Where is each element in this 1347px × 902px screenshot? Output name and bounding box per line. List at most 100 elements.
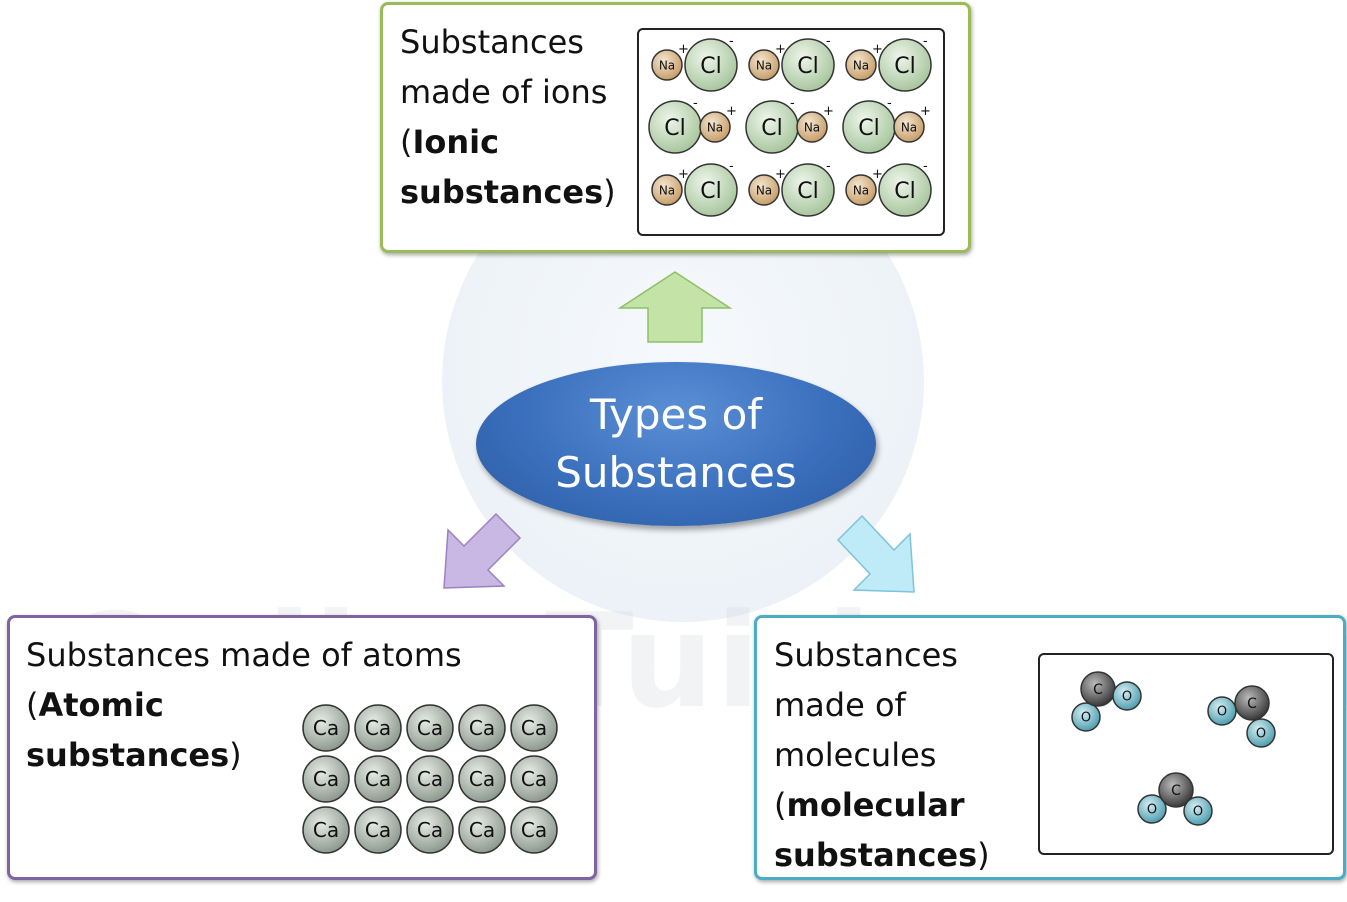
carbon-atom-2-label: C xyxy=(1171,783,1181,799)
sodium-ion-1-2: Na xyxy=(893,111,925,143)
calcium-atom-1-0-label: Ca xyxy=(313,767,339,791)
arrow-up-icon xyxy=(617,271,733,343)
oxygen-atom-1-a: O xyxy=(1207,696,1237,726)
sodium-ion-0-0: Na xyxy=(651,49,683,81)
molecular-label-line4: (molecular xyxy=(774,780,990,830)
plus-charge-0-1: + xyxy=(775,42,786,57)
chloride-ion-0-2: Cl xyxy=(878,38,932,92)
calcium-atom-2-2-label: Ca xyxy=(417,818,443,842)
calcium-atom-0-3: Ca xyxy=(458,704,506,752)
calcium-atom-1-1: Ca xyxy=(354,755,402,803)
calcium-atom-1-0: Ca xyxy=(302,755,350,803)
carbon-atom-0: C xyxy=(1080,671,1116,707)
carbon-atom-2: C xyxy=(1158,772,1194,808)
plus-charge-2-1: + xyxy=(775,167,786,182)
chloride-ion-2-2-label: Cl xyxy=(894,179,915,204)
sodium-ion-2-1: Na xyxy=(748,174,780,206)
sodium-ion-0-2: Na xyxy=(845,49,877,81)
sodium-ion-1-1-label: Na xyxy=(804,120,820,134)
oxygen-atom-1-a-label: O xyxy=(1217,705,1227,720)
center-node: Types of Substances xyxy=(476,362,876,526)
oxygen-atom-2-b-label: O xyxy=(1193,805,1203,820)
atomic-label-line1: Substances made of atoms xyxy=(26,636,462,674)
calcium-atom-0-4-label: Ca xyxy=(521,716,547,740)
oxygen-atom-2-b: O xyxy=(1183,796,1213,826)
ionic-label-line4: substances) xyxy=(400,167,616,217)
chloride-ion-2-2: Cl xyxy=(878,163,932,217)
minus-charge-1-1: - xyxy=(790,96,795,111)
chloride-ion-0-0: Cl xyxy=(684,38,738,92)
carbon-atom-1: C xyxy=(1234,685,1270,721)
calcium-atom-2-4-label: Ca xyxy=(521,818,547,842)
calcium-atom-2-3-label: Ca xyxy=(469,818,495,842)
ionic-box: Substances made of ions (Ionic substance… xyxy=(380,2,971,253)
ionic-bold-1: Ionic xyxy=(412,123,500,161)
arrow-down-left-icon xyxy=(443,512,522,589)
paren-close: ) xyxy=(977,836,990,874)
calcium-atom-0-2-label: Ca xyxy=(417,716,443,740)
chloride-ion-1-1-label: Cl xyxy=(761,116,782,141)
chloride-ion-1-2: Cl xyxy=(842,100,896,154)
calcium-atom-1-2-label: Ca xyxy=(417,767,443,791)
chloride-ion-0-1-label: Cl xyxy=(797,54,818,79)
minus-charge-1-2: - xyxy=(887,96,892,111)
sodium-ion-2-2: Na xyxy=(845,174,877,206)
atomic-label-line3: substances) xyxy=(26,730,462,780)
minus-charge-0-0: - xyxy=(729,34,734,49)
paren-open: ( xyxy=(400,123,413,161)
plus-charge-2-0: + xyxy=(678,167,689,182)
calcium-atom-0-4: Ca xyxy=(510,704,558,752)
chloride-ion-2-0: Cl xyxy=(684,163,738,217)
oxygen-atom-0-a-label: O xyxy=(1081,711,1091,726)
sodium-ion-1-1: Na xyxy=(796,111,828,143)
molecular-label: Substances made of molecules (molecular … xyxy=(774,630,990,880)
plus-charge-1-0: + xyxy=(726,104,737,119)
atomic-label: Substances made of atoms (Atomic substan… xyxy=(26,630,462,780)
calcium-atom-2-0-label: Ca xyxy=(313,818,339,842)
molecular-label-line3: molecules xyxy=(774,736,937,774)
oxygen-atom-1-b-label: O xyxy=(1256,727,1266,742)
minus-charge-1-0: - xyxy=(693,96,698,111)
plus-charge-0-2: + xyxy=(872,42,883,57)
chloride-ion-1-0-label: Cl xyxy=(664,116,685,141)
sodium-ion-0-0-label: Na xyxy=(659,58,675,72)
calcium-atom-0-2: Ca xyxy=(406,704,454,752)
paren-close: ) xyxy=(603,173,616,211)
calcium-atom-0-1: Ca xyxy=(354,704,402,752)
sodium-ion-1-2-label: Na xyxy=(901,120,917,134)
ionic-label-line2: made of ions xyxy=(400,73,608,111)
oxygen-atom-0-a: O xyxy=(1071,702,1101,732)
plus-charge-1-2: + xyxy=(920,104,931,119)
atomic-label-line2: (Atomic xyxy=(26,680,462,730)
chloride-ion-1-0: Cl xyxy=(648,100,702,154)
oxygen-atom-2-a: O xyxy=(1137,794,1167,824)
center-title-line1: Types of xyxy=(589,390,763,439)
paren-open: ( xyxy=(774,786,787,824)
ionic-label-line3: (Ionic xyxy=(400,117,616,167)
arrow-down-right-icon xyxy=(836,514,915,593)
sodium-ion-2-0-label: Na xyxy=(659,183,675,197)
calcium-atom-0-1-label: Ca xyxy=(365,716,391,740)
calcium-atom-1-2: Ca xyxy=(406,755,454,803)
chloride-ion-0-1: Cl xyxy=(781,38,835,92)
molecular-bold-1: molecular xyxy=(786,786,965,824)
ionic-label: Substances made of ions (Ionic substance… xyxy=(400,17,616,217)
calcium-atom-2-1: Ca xyxy=(354,806,402,854)
oxygen-atom-0-b-label: O xyxy=(1122,690,1132,705)
sodium-ion-0-1: Na xyxy=(748,49,780,81)
atomic-box: Substances made of atoms (Atomic substan… xyxy=(7,615,597,880)
calcium-atom-0-3-label: Ca xyxy=(469,716,495,740)
chloride-ion-0-0-label: Cl xyxy=(700,54,721,79)
sodium-ion-0-1-label: Na xyxy=(756,58,772,72)
calcium-atom-1-4: Ca xyxy=(510,755,558,803)
minus-charge-0-1: - xyxy=(826,34,831,49)
sodium-ion-2-0: Na xyxy=(651,174,683,206)
carbon-atom-1-label: C xyxy=(1247,696,1257,712)
molecular-bold-2: substances xyxy=(774,836,978,874)
plus-charge-0-0: + xyxy=(678,42,689,57)
calcium-atom-2-2: Ca xyxy=(406,806,454,854)
minus-charge-2-1: - xyxy=(826,159,831,174)
